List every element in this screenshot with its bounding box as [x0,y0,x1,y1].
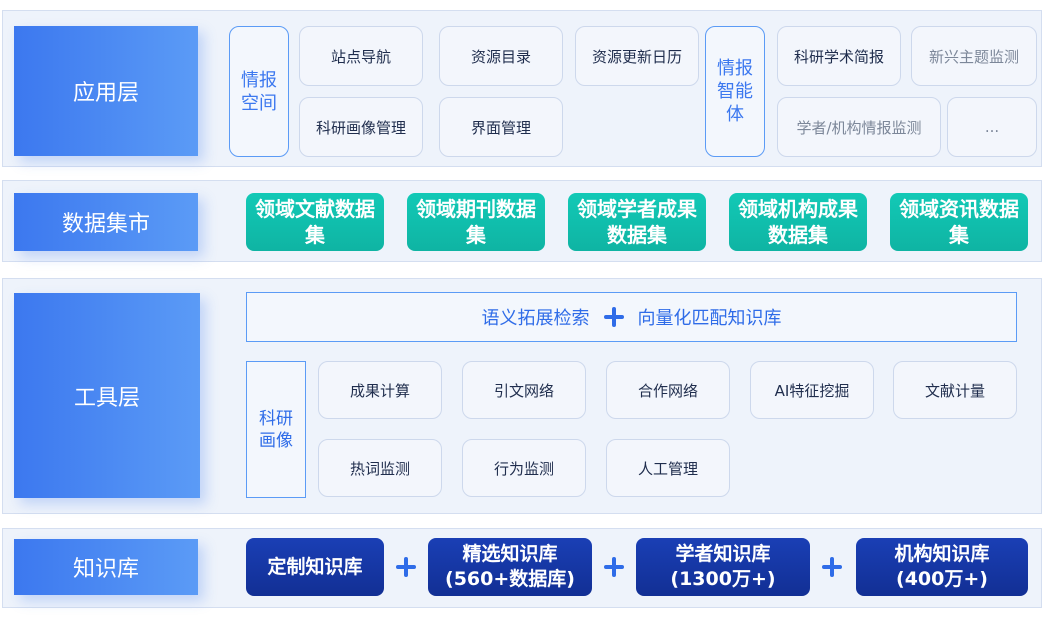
institution-dataset-chip[interactable]: 领域机构成果数据集 [729,193,867,251]
plus-icon [822,557,842,577]
literature-dataset-chip[interactable]: 领域文献数据集 [246,193,384,251]
data-mart-label: 数据集市 [14,193,198,251]
interface-management-chip[interactable]: 界面管理 [439,97,563,157]
app-layer-label: 应用层 [14,26,198,156]
behavior-monitor-chip[interactable]: 行为监测 [462,439,586,497]
journal-dataset-chip[interactable]: 领域期刊数据集 [407,193,545,251]
scholar-institution-monitor-chip[interactable]: 学者/机构情报监测 [777,97,941,157]
plus-icon [603,307,624,327]
site-nav-chip[interactable]: 站点导航 [299,26,423,86]
plus-icon [604,557,624,577]
resource-catalog-chip[interactable]: 资源目录 [439,26,563,86]
vector-match-text: 向量化匹配知识库 [637,308,782,329]
hotword-monitor-chip[interactable]: 热词监测 [318,439,442,497]
plus-icon [396,557,416,577]
custom-kb-chip[interactable]: 定制知识库 [246,538,384,596]
resource-calendar-chip[interactable]: 资源更新日历 [575,26,699,86]
more-chip[interactable]: ... [947,97,1037,157]
scholar-kb-chip[interactable]: 学者知识库 (1300万+) [636,538,810,596]
ai-feature-mining-chip[interactable]: AI特征挖掘 [750,361,874,419]
manual-management-chip[interactable]: 人工管理 [606,439,730,497]
collaboration-network-chip[interactable]: 合作网络 [606,361,730,419]
institution-kb-chip[interactable]: 机构知识库 (400万+) [856,538,1028,596]
semantic-search-bar: 语义拓展检索 向量化匹配知识库 [246,292,1017,342]
scholar-dataset-chip[interactable]: 领域学者成果数据集 [568,193,706,251]
academic-brief-chip[interactable]: 科研学术简报 [777,26,901,86]
research-portrait-label: 科研画像 [246,361,306,498]
curated-kb-chip[interactable]: 精选知识库 (560+数据库) [428,538,592,596]
intel-agent-label: 情报智能体 [705,26,765,157]
semantic-search-text: 语义拓展检索 [481,308,590,329]
citation-network-chip[interactable]: 引文网络 [462,361,586,419]
kb-layer-label: 知识库 [14,539,198,595]
portrait-management-chip[interactable]: 科研画像管理 [299,97,423,157]
tool-layer-label: 工具层 [14,293,200,498]
intel-space-label: 情报空间 [229,26,289,157]
bibliometrics-chip[interactable]: 文献计量 [893,361,1017,419]
news-dataset-chip[interactable]: 领域资讯数据集 [890,193,1028,251]
emerging-topic-chip[interactable]: 新兴主题监测 [911,26,1037,86]
achievement-calc-chip[interactable]: 成果计算 [318,361,442,419]
